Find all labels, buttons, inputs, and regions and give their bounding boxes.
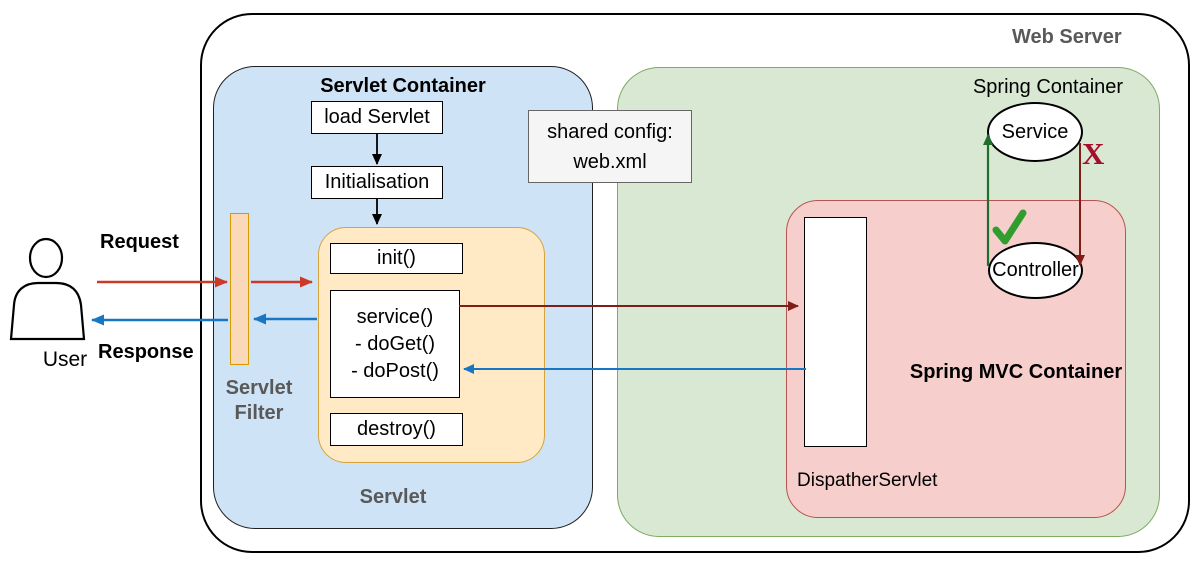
load-servlet-box: load Servlet [311, 101, 443, 134]
service-node-label: Service [1001, 120, 1069, 143]
initialisation-label: Initialisation [324, 171, 430, 193]
initialisation-box: Initialisation [311, 166, 443, 199]
servlet-filter-label: Servlet Filter [209, 376, 309, 426]
controller-node: Controller [988, 242, 1083, 299]
dispatcher-servlet-label: DispatherServlet [797, 470, 938, 491]
doget-line: - doGet() [354, 332, 436, 355]
service-node: Service [987, 102, 1083, 162]
init-box: init() [330, 243, 463, 274]
service-method-line: service() [356, 305, 434, 328]
service-method-box: service() - doGet() - doPost() [330, 290, 460, 398]
request-label: Request [100, 231, 179, 253]
response-label: Response [98, 341, 194, 363]
servlet-filter-bar [230, 213, 249, 365]
shared-config-line1: shared config: [547, 120, 673, 143]
servlet-container-label: Servlet Container [320, 75, 486, 97]
spring-container-label: Spring Container [972, 76, 1124, 98]
user-label: User [42, 348, 88, 371]
servlet-group-label: Servlet [359, 486, 427, 508]
destroy-box: destroy() [330, 413, 463, 446]
controller-node-label: Controller [992, 259, 1079, 281]
load-servlet-label: load Servlet [324, 106, 430, 128]
web-server-label: Web Server [1012, 26, 1122, 48]
dispatcher-servlet-rect [804, 217, 867, 447]
init-label: init() [377, 247, 416, 269]
servlet-filter-label-line1: Servlet [225, 377, 293, 399]
shared-config-line2: web.xml [573, 150, 647, 173]
servlet-filter-label-line2: Filter [234, 402, 284, 424]
x-mark-icon: X [1082, 136, 1105, 171]
dopost-line: - doPost() [351, 359, 439, 382]
shared-config-box: shared config: web.xml [528, 110, 692, 183]
user-icon [9, 237, 86, 341]
destroy-label: destroy() [357, 418, 436, 440]
spring-mvc-container-label: Spring MVC Container [909, 361, 1123, 383]
